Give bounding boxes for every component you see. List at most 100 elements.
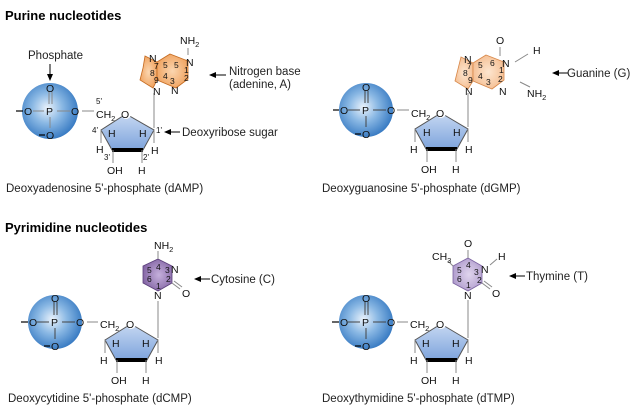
phosphate-oxygen-right: O <box>387 105 395 117</box>
phosphate-oxygen-bottom: O <box>46 130 54 142</box>
ring-oxygen: O <box>126 319 134 331</box>
ring-number: 2 <box>498 74 503 84</box>
purine-heading: Purine nucleotides <box>5 8 121 23</box>
phosphate-sphere <box>339 83 393 137</box>
ring-number: 8 <box>150 68 155 78</box>
sugar-h: H <box>465 144 473 156</box>
ring-number: 9 <box>154 75 159 85</box>
atom-n3: N <box>171 264 179 276</box>
phosphate-sphere <box>22 83 78 139</box>
ring-number: 3 <box>474 267 479 277</box>
ring-number: 4 <box>156 262 161 272</box>
atom-n1: N <box>154 290 162 302</box>
sugar-h: H <box>96 144 104 156</box>
molecule-dTMP: O P O O O CH2 O H H H H OH H <box>322 238 588 405</box>
carbonyl-oxygen: O <box>182 288 190 300</box>
atom-n9: N <box>465 86 473 98</box>
atom-n7: N <box>464 54 472 66</box>
deoxyribose-label: Deoxyribose sugar <box>182 127 278 139</box>
phosphate-oxygen-left: O <box>24 106 32 118</box>
ring-number: 3 <box>486 77 491 87</box>
ring-number: 5 <box>478 60 483 70</box>
ring-number: 1 <box>184 65 189 75</box>
ring-number: 4 <box>163 71 168 81</box>
phosphate-group: O P O O O <box>16 83 79 142</box>
ring-number: 3 <box>170 76 175 86</box>
ring-number: 4 <box>478 71 483 81</box>
sugar-oh: OH <box>421 164 437 176</box>
phosphate-sphere <box>28 295 82 349</box>
sugar-oh: OH <box>421 375 437 387</box>
phosphate-oxygen-right: O <box>76 317 84 329</box>
sugar-oh: OH <box>107 165 123 177</box>
thymine-base: N N 4 5 3 6 2 1 O CH3 H O <box>432 238 506 302</box>
ring-oxygen: O <box>436 108 444 120</box>
amino-group: NH2 <box>180 35 199 49</box>
sugar-h: H <box>410 355 418 367</box>
carbonyl-oxygen: O <box>492 288 500 300</box>
sugar-h: H <box>452 164 460 176</box>
sugar-h: H <box>155 355 163 367</box>
caption-dTMP: Deoxythymidine 5'-phosphate (dTMP) <box>322 393 515 405</box>
phosphate-oxygen-top: O <box>362 293 370 305</box>
phosphate-oxygen-right: O <box>71 106 79 118</box>
molecule-dCMP: O P O O O CH2 O H H H H OH H <box>8 240 275 405</box>
sugar-h: H <box>112 338 120 350</box>
atom-n1: N <box>464 290 472 302</box>
guanine-label: Guanine (G) <box>567 68 630 80</box>
sugar-oh: OH <box>111 375 127 387</box>
carbonyl-oxygen: O <box>496 35 504 47</box>
deoxyribose-ring: O H H H H OH H <box>100 319 163 387</box>
molecule-dGMP: O P O O O CH2 O H H H H OH H <box>322 35 630 195</box>
ch2-group: CH2 <box>100 319 119 333</box>
phosphate-oxygen-bottom: O <box>51 341 59 353</box>
phosphate-oxygen-right: O <box>387 317 395 329</box>
phosphate-oxygen-top: O <box>51 293 59 305</box>
ring-number: 7 <box>467 61 472 71</box>
phosphate-sphere <box>339 295 393 349</box>
sugar-h: H <box>423 127 431 139</box>
atom-n1: N <box>502 58 510 70</box>
phosphate-label: Phosphate <box>28 50 83 62</box>
phosphorus-atom: P <box>46 106 53 118</box>
atom-n3: N <box>499 86 507 98</box>
ring-number: 5 <box>457 265 462 275</box>
cytosine-label: Cytosine (C) <box>211 274 275 286</box>
phosphate-group: O P O O O <box>332 293 395 353</box>
sugar-h: H <box>453 127 461 139</box>
ring-number: 6 <box>490 58 495 68</box>
sugar-h: H <box>108 128 116 140</box>
prime-1: 1' <box>156 126 162 135</box>
sugar-h: H <box>452 338 460 350</box>
carbonyl-oxygen: O <box>464 238 472 250</box>
phosphorus-atom: P <box>51 317 58 329</box>
adenine-base: N N N N 7 8 9 5 1 2 5 4 3 NH2 <box>139 35 199 98</box>
phosphate-oxygen-left: O <box>340 105 348 117</box>
prime-5: 5' <box>96 97 102 106</box>
phosphate-oxygen-top: O <box>46 83 54 95</box>
n1-hydrogen: H <box>533 45 541 57</box>
atom-n9: N <box>153 86 161 98</box>
n3-hydrogen: H <box>498 251 506 263</box>
cytosine-base: N N 4 5 3 6 2 1 NH2 O <box>142 240 190 302</box>
nitrogen-base-label: Nitrogen base <box>229 66 301 78</box>
phosphate-oxygen-top: O <box>362 82 370 94</box>
guanine-base: N N N N 7 8 9 5 1 2 6 4 3 O H NH2 <box>454 35 546 102</box>
caption-dCMP: Deoxycytidine 5'-phosphate (dCMP) <box>8 393 192 405</box>
phosphate-oxygen-bottom: O <box>362 129 370 141</box>
sugar-h: H <box>410 144 418 156</box>
ch2-group: CH2 <box>411 108 430 122</box>
ring-number: 6 <box>457 274 462 284</box>
caption-dGMP: Deoxyguanosine 5'-phosphate (dGMP) <box>322 183 521 195</box>
methyl-group: CH3 <box>432 251 451 265</box>
phosphorus-atom: P <box>362 105 369 117</box>
ring-number: 4 <box>466 260 471 270</box>
ring-number: 2 <box>477 275 482 285</box>
ring-number: 5 <box>163 60 168 70</box>
sugar-h: H <box>142 375 150 387</box>
atom-n3: N <box>171 85 179 97</box>
amino-group: NH2 <box>154 240 173 254</box>
phosphate-oxygen-left: O <box>340 317 348 329</box>
thymine-label: Thymine (T) <box>526 271 588 283</box>
ring-number: 5 <box>147 265 152 275</box>
